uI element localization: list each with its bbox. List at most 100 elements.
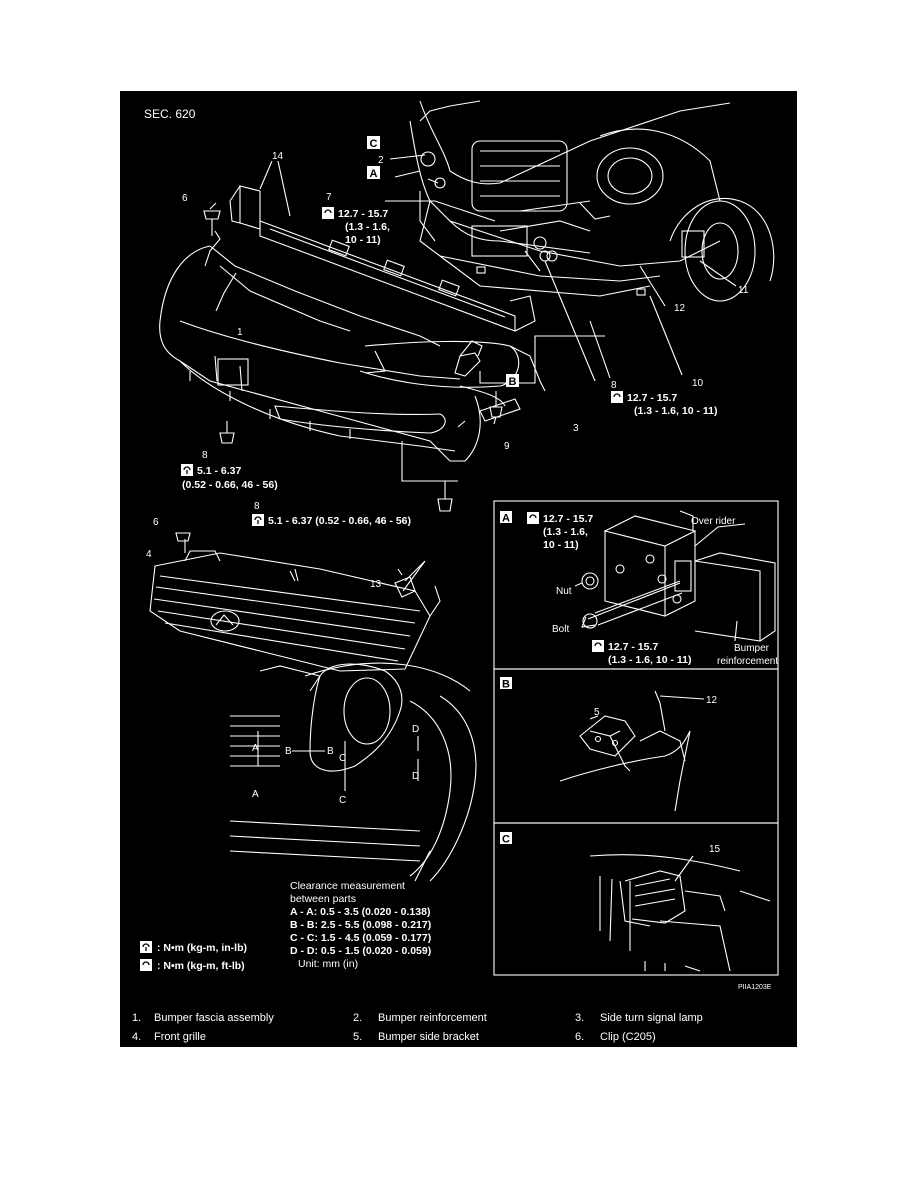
- wrench-icon: [140, 959, 152, 971]
- mark-c-bottom: C: [339, 795, 346, 806]
- callout-1: 1: [237, 327, 243, 338]
- mark-c-top: C: [339, 753, 346, 764]
- line-art: [149, 100, 779, 976]
- callout-10: 10: [692, 378, 704, 389]
- bolt-8-center: [437, 481, 453, 512]
- side-bracket-outline: [454, 352, 481, 377]
- view-tag-c: [367, 136, 380, 149]
- mark-b-right: B: [327, 746, 334, 757]
- section-number: SEC. 620: [144, 107, 196, 121]
- view-tag-b: [506, 374, 519, 387]
- wrench-icon: [527, 512, 539, 524]
- callout-15: 15: [709, 844, 721, 855]
- view-tag-b-letter: B: [509, 376, 517, 388]
- torque-7-line2: (1.3 - 1.6,: [345, 221, 390, 233]
- view-tag-a-letter: A: [370, 168, 378, 180]
- wrench-icon: [252, 514, 264, 526]
- torque-8l-line1: 5.1 - 6.37: [197, 465, 242, 477]
- wrench-icon: [140, 941, 152, 953]
- callout-12-detail-b: 12: [706, 695, 718, 706]
- legend-num-3: 3.: [575, 1012, 584, 1024]
- torque-7-line3: 10 - 11): [345, 234, 381, 246]
- legend-num-4: 4.: [132, 1031, 141, 1043]
- figure-code: PIIA1203E: [738, 984, 772, 991]
- detail-b-letter: B: [502, 679, 510, 691]
- torque-a-line3: 10 - 11): [543, 539, 579, 551]
- units-in-lb: : N•m (kg-m, in-lb): [157, 942, 247, 954]
- mark-a-top: A: [252, 743, 259, 754]
- parts-legend: 1. Bumper fascia assembly 2. Bumper rein…: [132, 1012, 703, 1043]
- clip-6-grille: [175, 532, 191, 542]
- legend-label-1: Bumper fascia assembly: [154, 1012, 274, 1024]
- callout-8-left: 8: [202, 450, 208, 461]
- bolt-9: [489, 391, 503, 418]
- bumper-reinforcement: [229, 185, 536, 332]
- torque-8r-line1: 12.7 - 15.7: [627, 392, 677, 404]
- wrench-icon: [181, 464, 193, 476]
- torque-8m: 5.1 - 6.37 (0.52 - 0.66, 46 - 56): [268, 515, 411, 527]
- wrench-icon: [611, 391, 623, 403]
- detail-b-tag: [500, 677, 512, 689]
- detail-a-drawing: [574, 510, 776, 642]
- bumper-label: Bumper: [734, 643, 770, 654]
- torque-8l-line2: (0.52 - 0.66, 46 - 56): [182, 479, 278, 491]
- legend-label-3: Side turn signal lamp: [600, 1012, 703, 1024]
- clearance-a-a: A - A: 0.5 - 3.5 (0.020 - 0.138): [290, 906, 430, 918]
- callout-8-right: 8: [611, 380, 617, 391]
- units-ft-lb: : N•m (kg-m, ft-lb): [157, 960, 245, 972]
- exploded-diagram: SEC. 620: [120, 91, 797, 1047]
- clearance-table: Clearance measurement between parts A - …: [290, 880, 431, 970]
- plate-background: [120, 91, 797, 1047]
- detail-a-labels: Over rider Nut Bolt Bumper reinforcement: [552, 516, 778, 667]
- legend-label-5: Bumper side bracket: [378, 1031, 479, 1043]
- detail-c-drawing: [589, 854, 771, 972]
- view-tag-c-letter: C: [370, 138, 378, 150]
- callout-11: 11: [738, 285, 749, 296]
- view-tag-a: [367, 166, 380, 179]
- wrench-icon: [592, 640, 604, 652]
- detail-a-tag: [500, 511, 512, 523]
- mark-a-bottom: A: [252, 789, 259, 800]
- callout-5: 5: [594, 707, 600, 718]
- callout-6-grille: 6: [153, 517, 159, 528]
- clearance-title-1: Clearance measurement: [290, 880, 405, 892]
- units-legend: : N•m (kg-m, in-lb) : N•m (kg-m, ft-lb): [157, 942, 247, 972]
- torque-b-line1: 12.7 - 15.7: [608, 641, 658, 653]
- callout-12: 12: [674, 303, 686, 314]
- callouts: 1 2 3 4 5 6 6 7 8 8 8 9 10 11 12 12 13 1…: [146, 151, 749, 855]
- detail-b-drawing: [559, 690, 705, 812]
- callout-6: 6: [182, 193, 188, 204]
- torque-a-line2: (1.3 - 1.6,: [543, 526, 588, 538]
- callout-4: 4: [146, 549, 152, 560]
- clearance-d-d: D - D: 0.5 - 1.5 (0.020 - 0.059): [290, 945, 431, 957]
- mark-b-left: B: [285, 746, 292, 757]
- clip-13: [394, 568, 416, 598]
- side-turn-signal-lamp: [479, 398, 521, 422]
- torque-7-line1: 12.7 - 15.7: [338, 208, 388, 220]
- view-tags: [367, 136, 519, 844]
- diagram-plate: SEC. 620: [120, 91, 797, 1047]
- bolt-label: Bolt: [552, 624, 569, 635]
- legend-label-2: Bumper reinforcement: [378, 1012, 487, 1024]
- detail-c-frame: [493, 822, 779, 976]
- bumper-fascia: [159, 230, 546, 462]
- bolt-8-lower-left: [219, 421, 235, 444]
- nut-label: Nut: [556, 586, 572, 597]
- callout-9: 9: [504, 441, 510, 452]
- legend-num-5: 5.: [353, 1031, 362, 1043]
- clearance-marks: A A B B C C D D: [252, 724, 419, 806]
- legend-num-2: 2.: [353, 1012, 362, 1024]
- legend-num-6: 6.: [575, 1031, 584, 1043]
- legend-num-1: 1.: [132, 1012, 141, 1024]
- clearance-unit: Unit: mm (in): [298, 958, 358, 970]
- torque-b-line2: (1.3 - 1.6, 10 - 11): [608, 654, 691, 666]
- mark-d-top: D: [412, 724, 419, 735]
- bolt-8-right: [539, 250, 596, 382]
- clearance-view-drawing: [229, 662, 477, 882]
- callout-13: 13: [370, 579, 382, 590]
- detail-c-tag: [500, 832, 512, 844]
- clearance-title-2: between parts: [290, 893, 356, 905]
- callout-3: 3: [573, 423, 579, 434]
- mark-d-bottom: D: [412, 771, 419, 782]
- torque-a-line1: 12.7 - 15.7: [543, 513, 593, 525]
